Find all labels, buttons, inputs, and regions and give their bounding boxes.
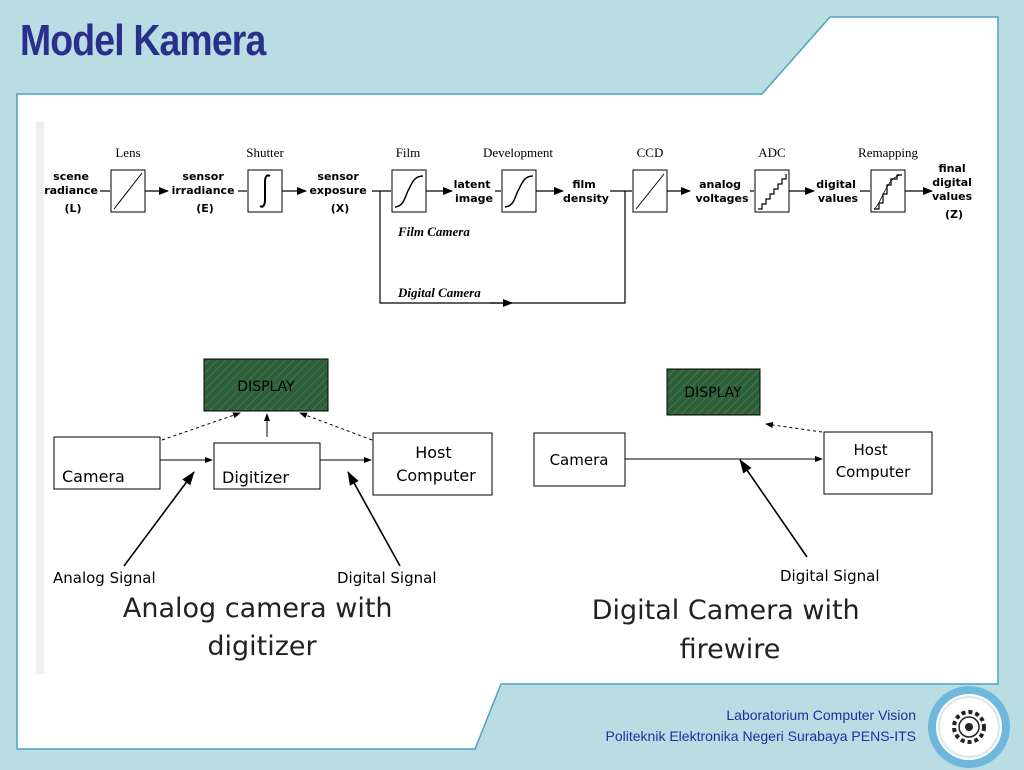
film-camera-label: Film Camera [397, 224, 470, 239]
stage-label-development: Development [483, 145, 553, 160]
figure-left-edge [36, 122, 44, 674]
analog-signal-pointer [123, 471, 195, 567]
analog-voltages-label: analog voltages [695, 178, 749, 205]
film-density-label: film density [563, 178, 609, 205]
stage-box-adc [754, 169, 790, 213]
digital-host-box [823, 431, 933, 495]
figure-area [36, 122, 976, 674]
digital-values-label: digital values [816, 178, 860, 205]
analog-camera-diagram: DISPLAY Camera Digitizer Host Computer A… [53, 358, 493, 662]
analog-camera-label: Camera [62, 467, 125, 486]
digitizer-box [213, 442, 321, 490]
digital-display-label: DISPLAY [684, 385, 742, 401]
stage-box-development [501, 169, 537, 213]
digital-display-box [666, 368, 761, 416]
analog-host-label: Host Computer [396, 443, 476, 485]
analog-camera-box [53, 436, 161, 490]
imaging-pipeline: scene radiance (L) sensor irradiance (E)… [44, 145, 976, 307]
stage-box-lens [110, 169, 146, 213]
analog-digital-signal-label: Digital Signal [337, 569, 437, 587]
analog-display-box [203, 358, 329, 412]
digital-caption: Digital Camera with firewire [592, 595, 869, 665]
staircase-icon [758, 174, 787, 210]
digitizer-label: Digitizer [222, 468, 289, 487]
staircase-curve-icon [874, 174, 902, 210]
footer-lab-name: Laboratorium Computer Vision [726, 707, 916, 723]
analog-signal-label: Analog Signal [53, 569, 156, 587]
s-curve-icon [504, 175, 534, 208]
analog-caption: Analog camera with digitizer [123, 593, 401, 662]
final-digital-values-label: final digital values (Z) [932, 162, 976, 221]
stage-box-remapping [870, 169, 906, 213]
latent-image-label: latent image [454, 178, 495, 205]
institution-seal-icon [928, 686, 1010, 768]
s-curve-icon [394, 175, 424, 208]
dashed-host-to-display-digital [765, 422, 823, 433]
sensor-irradiance-label: sensor irradiance (E) [172, 170, 239, 215]
stage-box-shutter [247, 169, 283, 213]
sensor-exposure-label: sensor exposure (X) [309, 170, 370, 215]
dashed-host-to-display [299, 412, 373, 441]
digital-camera-box [533, 432, 626, 487]
digital-host-label: Host Computer [836, 441, 911, 481]
analog-host-box [372, 432, 493, 496]
digital-signal-pointer [347, 471, 401, 567]
stage-label-adc: ADC [758, 145, 785, 160]
diagonal-line-icon [635, 173, 665, 210]
stage-label-remapping: Remapping [858, 145, 918, 160]
digital-camera-box-label: Camera [550, 451, 609, 469]
stage-box-ccd [632, 169, 668, 213]
digital-camera-label: Digital Camera [397, 285, 481, 300]
stage-label-lens: Lens [115, 145, 140, 160]
diagonal-line-icon [113, 172, 143, 210]
stage-label-shutter: Shutter [246, 145, 284, 160]
dashed-camera-to-display [161, 412, 241, 441]
digital-camera-diagram: DISPLAY Camera Host Computer Digital Sig… [533, 368, 933, 665]
scene-radiance-label: scene radiance (L) [44, 170, 102, 215]
firewire-signal-pointer [739, 459, 808, 558]
footer-institution: Politeknik Elektronika Negeri Surabaya P… [605, 728, 916, 744]
analog-display-label: DISPLAY [237, 379, 295, 395]
remapping-curve [873, 174, 903, 210]
slide-title: Model Kamera [20, 16, 266, 65]
stage-label-ccd: CCD [637, 145, 664, 160]
digital-signal-label: Digital Signal [780, 567, 880, 585]
integral-icon [259, 174, 271, 208]
stage-box-film [391, 169, 427, 213]
stage-label-film: Film [396, 145, 421, 160]
